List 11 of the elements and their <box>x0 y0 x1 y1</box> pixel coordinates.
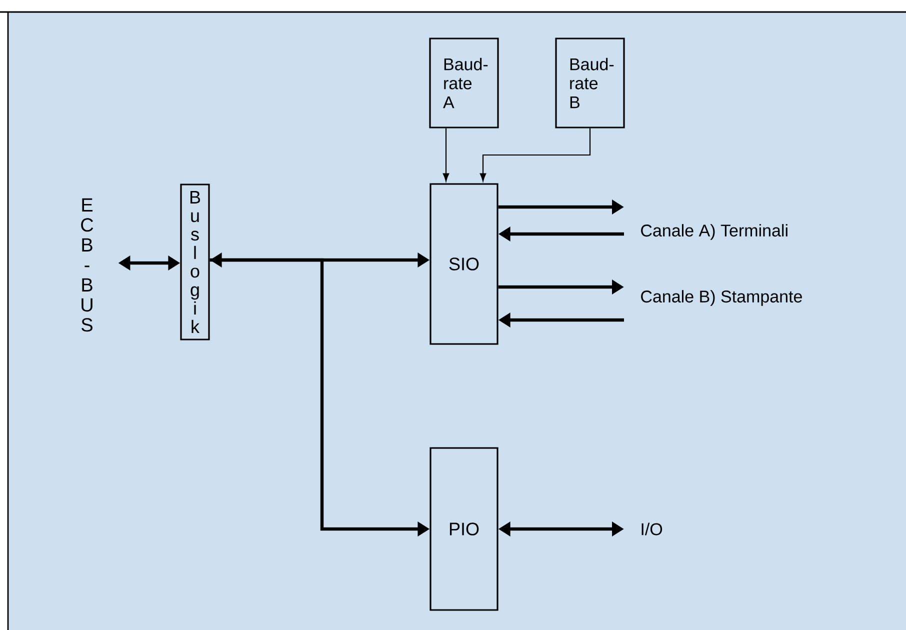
block-box: PIO <box>430 447 498 611</box>
port-label: I/O <box>642 522 662 536</box>
logic-box: Buslogik <box>180 184 210 340</box>
port-label: Canale B) Stampante <box>641 290 802 306</box>
block-box: SIO <box>430 183 498 345</box>
port-label: Canale A) Terminali <box>641 224 788 240</box>
block-box: Baud-rate A <box>429 38 499 128</box>
block-box: Baud-rate B <box>555 38 625 128</box>
arrow <box>442 128 450 182</box>
arrow <box>480 128 591 182</box>
bus-label: ECB-BUS <box>81 198 94 332</box>
